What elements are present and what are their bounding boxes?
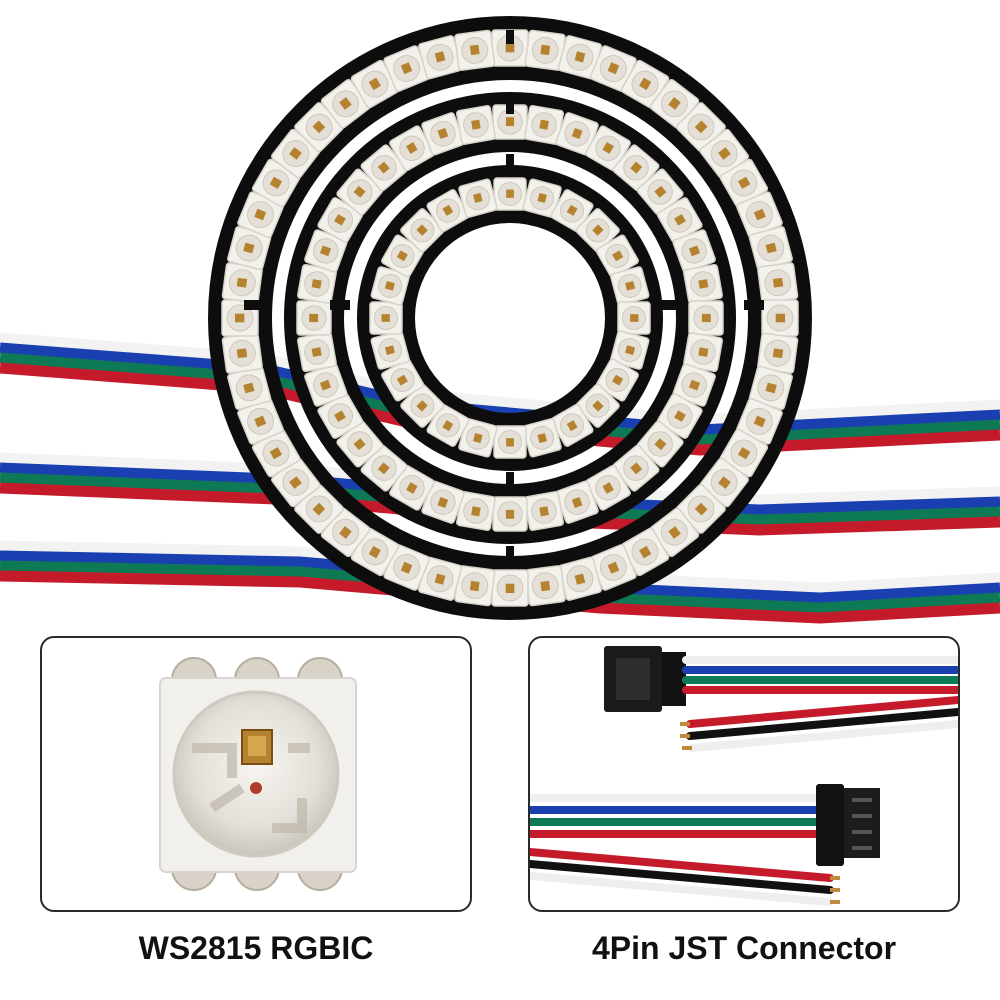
led-chip — [524, 565, 566, 607]
inner-ring — [357, 165, 663, 471]
led-chip — [421, 112, 465, 156]
led-chip — [719, 428, 769, 478]
ring-bridge — [244, 300, 264, 310]
led-chip — [221, 332, 263, 374]
led-chip — [296, 300, 332, 336]
led-chip — [672, 363, 716, 407]
led-chip — [617, 301, 651, 335]
led-chip — [491, 29, 529, 67]
led-chip-closeup-icon — [159, 657, 357, 891]
led-chip — [458, 178, 498, 218]
led-chip — [555, 480, 599, 524]
led-chip — [683, 263, 723, 304]
led-chip — [271, 457, 321, 508]
led-chip — [522, 418, 562, 458]
led-chip — [336, 420, 384, 468]
led-chip-panel — [40, 636, 472, 912]
led-chip — [237, 397, 284, 445]
led-chip — [589, 45, 637, 92]
led-chip — [304, 229, 348, 273]
wire-strand — [0, 570, 1000, 624]
led-ring-product-image — [0, 16, 1000, 624]
led-chip — [757, 332, 799, 374]
led-chip — [227, 365, 272, 411]
led-chip — [360, 444, 408, 492]
led-chip — [381, 234, 425, 278]
led-chip — [595, 234, 639, 278]
led-chip — [550, 189, 594, 233]
led-chip-caption: WS2815 RGBIC — [138, 930, 374, 966]
led-chip — [636, 168, 684, 216]
led-chip — [683, 332, 723, 373]
ring-bridge — [744, 300, 764, 310]
led-rings-svg — [0, 16, 1000, 624]
led-chip — [736, 191, 783, 239]
led-chip — [672, 229, 716, 273]
led-chip — [251, 428, 301, 478]
led-chip — [595, 358, 639, 402]
jst-connector-wires-icon — [530, 646, 958, 906]
ring-bridge — [506, 472, 514, 488]
led-chip — [761, 299, 799, 337]
led-chip — [317, 393, 364, 439]
led-chip — [585, 464, 631, 511]
led-rings — [208, 16, 812, 620]
led-chip — [550, 403, 594, 447]
led-chip — [492, 496, 528, 532]
led-chip — [297, 332, 337, 373]
led-chip — [389, 464, 435, 511]
led-chip — [524, 491, 565, 531]
led-chip — [369, 301, 403, 335]
led-chip — [417, 35, 463, 80]
jst-male-connector — [816, 784, 880, 866]
led-chip — [575, 208, 620, 253]
led-chip — [400, 383, 445, 428]
led-chip — [557, 556, 603, 601]
led-chip — [370, 330, 410, 370]
led-chip — [522, 178, 562, 218]
led-chip — [350, 59, 400, 109]
led-chip — [656, 393, 703, 439]
led-chip — [748, 225, 793, 271]
led-chip — [417, 556, 463, 601]
led-chip — [555, 112, 599, 156]
led-chip — [237, 191, 284, 239]
outer-ring — [208, 16, 812, 620]
led-chip — [575, 383, 620, 428]
led-chip — [493, 425, 527, 459]
led-chip — [557, 35, 603, 80]
ring-bridge — [330, 300, 350, 310]
led-chip — [400, 208, 445, 253]
led-chip — [454, 29, 496, 71]
led-chip — [297, 263, 337, 304]
led-chip — [688, 300, 724, 336]
led-chip — [320, 79, 371, 129]
led-chip — [649, 507, 700, 557]
ring-bridge — [506, 154, 514, 170]
led-chip — [383, 45, 431, 92]
ring-bridge — [506, 96, 514, 114]
led-chip — [350, 527, 400, 577]
jst-connector-caption: 4Pin JST Connector — [591, 930, 897, 966]
led-chip — [426, 189, 470, 233]
led-chip — [421, 480, 465, 524]
jst-female-connector — [604, 646, 686, 712]
led-chip — [389, 125, 435, 172]
led-chip — [610, 330, 650, 370]
led-chip — [757, 262, 799, 304]
led-chip — [454, 565, 496, 607]
ring-bridge — [506, 30, 514, 44]
jst-connector-panel — [528, 636, 960, 912]
led-chip — [458, 418, 498, 458]
led-chip — [524, 105, 565, 145]
ring-bridge — [656, 300, 676, 310]
led-chip — [491, 569, 529, 607]
ring-bridge — [506, 546, 514, 566]
led-chip — [719, 158, 769, 208]
led-chip — [455, 105, 496, 145]
led-chip — [493, 177, 527, 211]
led-chip — [381, 358, 425, 402]
middle-ring — [284, 92, 736, 544]
